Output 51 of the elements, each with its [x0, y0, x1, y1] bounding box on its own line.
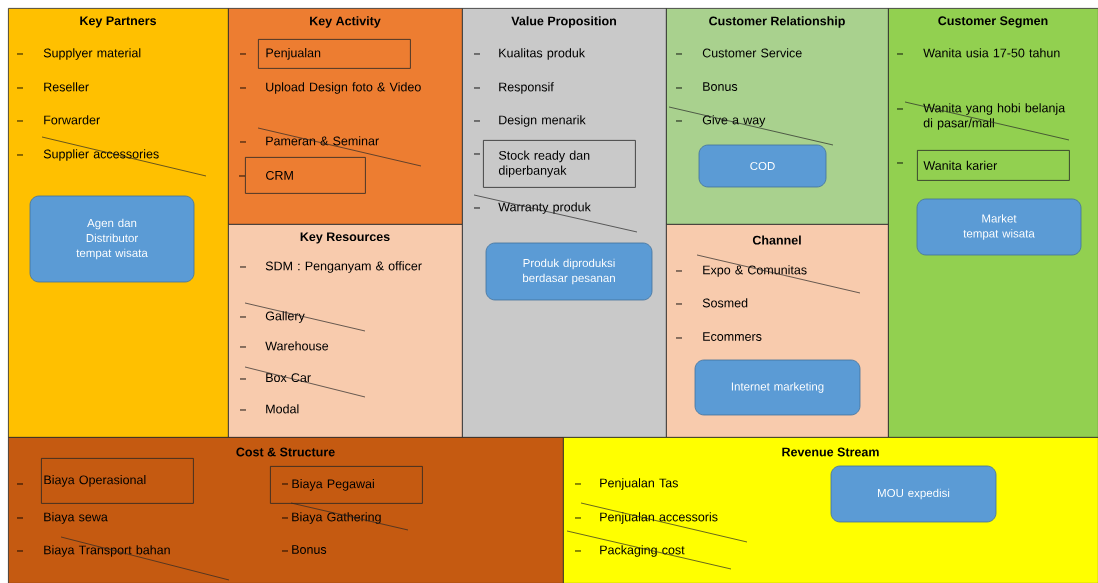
rounded-box: Produk diproduksi berdasar pesanan [485, 242, 653, 301]
list-item: Modal [239, 404, 299, 414]
list-item: Warranty produk [473, 202, 591, 214]
list-item: Penjualan accessoris [574, 512, 718, 524]
rounded-box: Agen dan Distributor tempat wisata [29, 195, 195, 283]
list-item: Warehouse [239, 341, 329, 351]
list-item: Bonus [675, 82, 738, 91]
rounded-box: COD [698, 144, 827, 188]
section-heading: Key Activity [310, 16, 381, 28]
list-item: Upload Design foto & Video [239, 82, 421, 94]
list-item: Supplier accessories [16, 149, 159, 161]
list-item: Ecommers [675, 332, 762, 341]
rounded-box: Internet marketing [694, 359, 861, 416]
list-item: Kualitas produk [473, 48, 586, 60]
list-item: Customer Service [675, 48, 802, 58]
section-heading: Channel [752, 235, 801, 245]
list-item: Forwarder [16, 115, 100, 125]
outlined-item: Penjualan [239, 39, 411, 69]
list-item: Gallery [239, 311, 305, 323]
rounded-box: MOU expedisi [830, 465, 997, 523]
list-item: Packaging cost [574, 545, 685, 557]
list-item: Box Car [239, 373, 311, 383]
list-item: SDM : Penganyam & officer [239, 261, 422, 273]
list-item: Give a way [675, 115, 766, 127]
list-item: Expo & Comunitas [675, 265, 807, 277]
list-item: Supplyer material [16, 48, 141, 60]
list-item: Reseller [16, 82, 89, 92]
section-heading: Key Resources [300, 232, 390, 244]
outlined-item: Biaya Operasional [16, 458, 194, 504]
section-heading: Key Partners [80, 16, 157, 28]
section-heading: Revenue Stream [782, 447, 879, 457]
section-heading: Customer Relationship [709, 16, 845, 28]
list-item: Biaya Transport bahan [16, 545, 170, 557]
list-item: Bonus [281, 545, 327, 554]
rounded-box: Market tempat wisata [916, 198, 1082, 256]
list-item: Penjualan Tas [574, 478, 678, 490]
list-item: Design menarik [473, 115, 586, 127]
list-item: Biaya Gathering [281, 512, 381, 524]
list-item: Wanita yang hobi belanja di pasar/mall [896, 103, 1066, 130]
outlined-item: Biaya Pegawai [270, 466, 423, 504]
list-item: Responsif [473, 82, 554, 94]
section-heading: Customer Segmen [938, 16, 1048, 28]
outlined-item: Wanita karier [896, 150, 1070, 181]
section-heading: Value Proposition [511, 16, 616, 28]
list-item: Biaya sewa [16, 512, 108, 524]
list-item: Pameran & Seminar [239, 136, 379, 146]
outlined-item: Stock ready dan diperbanyak [473, 140, 636, 188]
section-heading: Cost & Structure [236, 447, 335, 457]
list-item: Sosmed [675, 298, 748, 308]
outlined-item: CRM [238, 157, 366, 194]
list-item: Wanita usia 17-50 tahun [896, 48, 1060, 58]
